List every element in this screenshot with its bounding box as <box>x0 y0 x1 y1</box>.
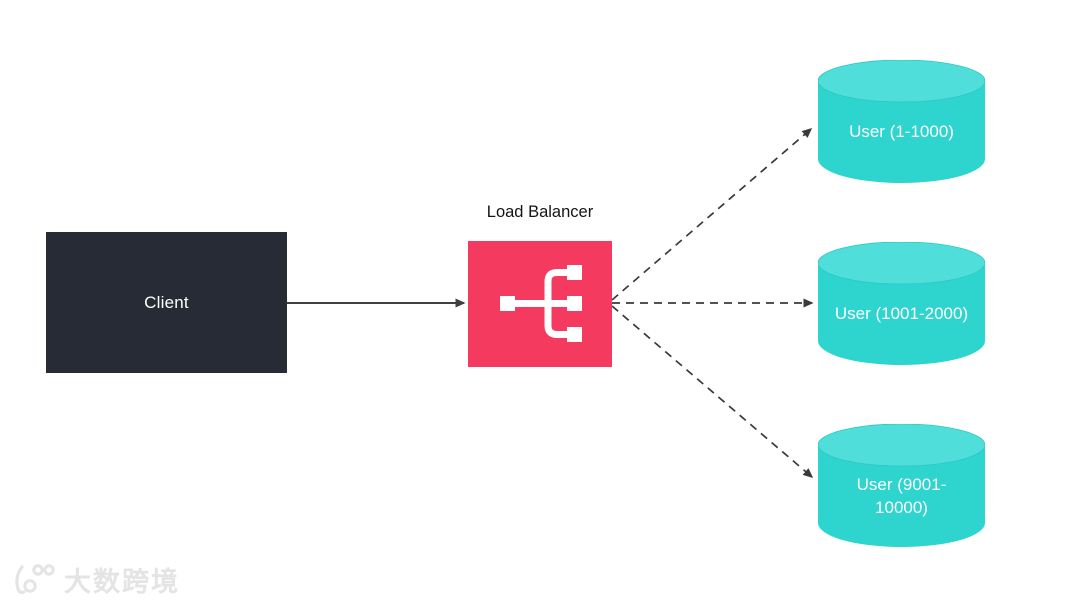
load-balancer-icon <box>500 265 582 342</box>
node-user-db-3: User (9001-10000) <box>818 424 985 548</box>
edge-lb-to-db1 <box>611 128 813 301</box>
database-cylinder-shape <box>818 424 985 547</box>
database-cylinder-shape <box>818 60 985 183</box>
watermark-text: 大数跨境 <box>64 567 180 597</box>
node-client: Client <box>46 232 287 373</box>
db3-label: User (9001-10000) <box>856 474 947 517</box>
node-load-balancer <box>468 241 612 367</box>
node-user-db-2: User (1001-2000) <box>818 242 985 366</box>
database-cylinder-shape <box>818 242 985 365</box>
db1-label: User (1-1000) <box>849 122 954 142</box>
db2-label: User (1001-2000) <box>834 304 969 324</box>
load-balancer-title: Load Balancer <box>486 203 594 221</box>
client-label: Client <box>144 292 189 312</box>
edge-lb-to-db3 <box>611 305 814 478</box>
watermark-100-logo-icon <box>15 563 55 594</box>
watermark: 大数跨境 <box>10 560 180 599</box>
node-user-db-1: User (1-1000) <box>818 60 985 184</box>
